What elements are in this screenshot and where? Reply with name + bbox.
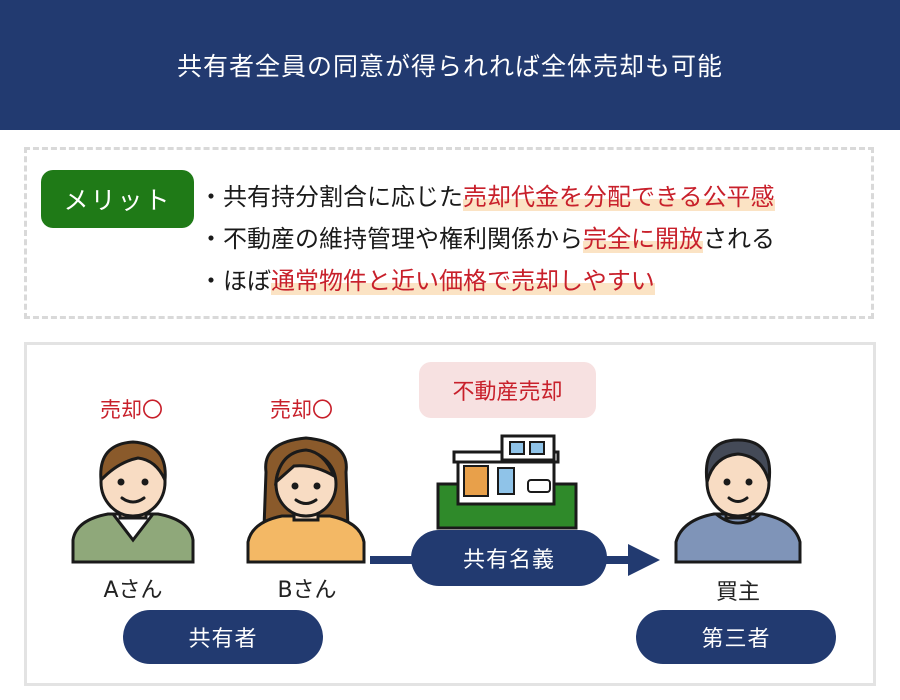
diagram-box: [24, 342, 876, 686]
bullet: ・: [199, 267, 223, 295]
third-party-pill: 第三者: [636, 610, 836, 664]
merit-text: 不動産の維持管理や権利関係から: [223, 225, 583, 253]
property-sale-tag: 不動産売却: [419, 362, 596, 418]
merit-highlight: 通常物件と近い価格で売却しやすい: [271, 267, 655, 295]
merit-item: ・共有持分割合に応じた売却代金を分配できる公平感: [199, 176, 775, 218]
person-b-label: Bさん: [277, 578, 337, 603]
merit-highlight: 完全に開放: [583, 225, 703, 253]
merit-text: 共有持分割合に応じた: [223, 183, 463, 211]
buyer-person-icon: [674, 438, 802, 564]
co-owners-pill: 共有者: [123, 610, 323, 664]
bullet: ・: [199, 183, 223, 211]
merit-list: ・共有持分割合に応じた売却代金を分配できる公平感 ・不動産の維持管理や権利関係か…: [199, 176, 775, 302]
page-title: 共有者全員の同意が得られれば全体売却も可能: [176, 52, 723, 81]
buyer-label: 買主: [715, 580, 760, 605]
person-a-icon: [71, 440, 195, 564]
house-icon: [436, 434, 578, 530]
sell-ok-label-b: 売却〇: [270, 398, 333, 422]
merit-box: メリット ・共有持分割合に応じた売却代金を分配できる公平感 ・不動産の維持管理や…: [24, 147, 874, 319]
bullet: ・: [199, 225, 223, 253]
shared-title-pill: 共有名義: [411, 530, 607, 586]
merit-text: される: [703, 225, 775, 253]
merit-item: ・ほぼ通常物件と近い価格で売却しやすい: [199, 260, 775, 302]
merit-item: ・不動産の維持管理や権利関係から完全に開放される: [199, 218, 775, 260]
merit-text: ほぼ: [223, 267, 271, 295]
person-b-icon: [246, 436, 366, 564]
person-a-label: Aさん: [103, 578, 163, 603]
header-banner: 共有者全員の同意が得られれば全体売却も可能: [0, 0, 900, 130]
sell-ok-label-a: 売却〇: [100, 398, 163, 422]
merit-highlight: 売却代金を分配できる公平感: [463, 183, 775, 211]
merit-badge: メリット: [41, 170, 194, 228]
